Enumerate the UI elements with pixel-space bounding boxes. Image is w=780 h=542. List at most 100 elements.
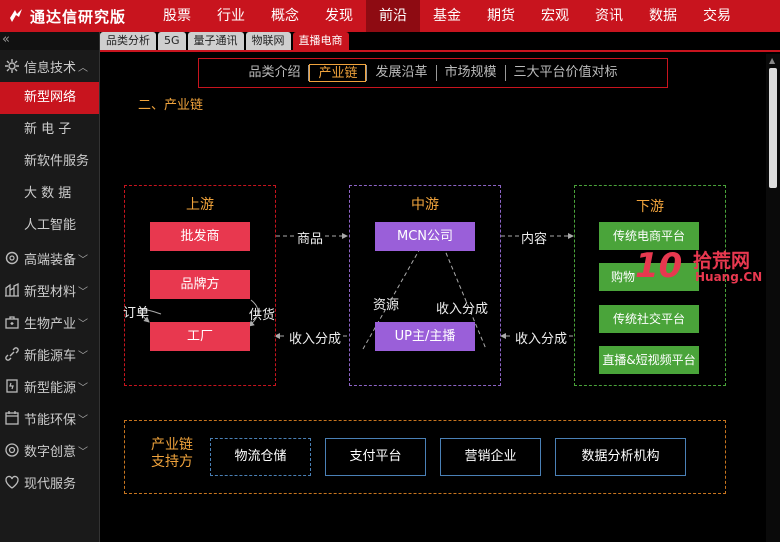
upstream-item-wholesaler: 批发商	[150, 222, 250, 251]
nav-item-futures[interactable]: 期货	[487, 8, 515, 24]
tab-industry-chain[interactable]: 产业链	[309, 64, 367, 82]
app-title: 通达信研究版	[30, 7, 127, 26]
sidebar-group-eco[interactable]: 节能环保 ﹀	[0, 402, 99, 434]
down-item-ecommerce: 传统电商平台	[599, 222, 699, 250]
section-title: 二、产业链	[138, 98, 204, 113]
sidebar-item-new-network[interactable]: 新型网络	[0, 82, 99, 114]
scroll-thumb[interactable]	[769, 68, 777, 188]
sidebar-item-new-electronics[interactable]: 新 电 子	[24, 122, 72, 137]
sidebar-group-label: 新能源车	[24, 348, 77, 364]
nav-item-macro[interactable]: 宏观	[541, 8, 569, 24]
tab-market-size[interactable]: 市场规模	[444, 65, 497, 80]
tab-divider	[504, 65, 506, 81]
subtab-5g[interactable]: 5G	[158, 32, 186, 50]
top-nav-bar: 通达信研究版 股票 行业 概念 发现 前沿 基金 期货 宏观 资讯 数据 交易	[0, 0, 780, 32]
tab-platform-compare[interactable]: 三大平台价值对标	[513, 65, 618, 80]
gear-icon	[5, 251, 19, 265]
gear-icon	[5, 59, 19, 73]
sidebar-group-creative[interactable]: 数字创意 ﹀	[0, 434, 99, 466]
sidebar-group-nev[interactable]: 新能源车 ﹀	[0, 338, 99, 370]
content-tab-bar: 品类介绍 产业链 发展沿革 市场规模 三大平台价值对标	[198, 58, 668, 88]
sidebar-group-bio[interactable]: 生物产业 ﹀	[0, 306, 99, 338]
chevron-down-icon: ﹀	[78, 286, 89, 298]
label-revenue-right: 收入分成	[513, 328, 570, 347]
subtab-quantum[interactable]: 量子通讯	[187, 32, 244, 50]
building-icon	[5, 282, 19, 297]
link-icon	[5, 347, 19, 361]
mid-item-mcn: MCN公司	[375, 222, 475, 251]
sidebar-group-label: 生物产业	[24, 316, 77, 332]
nav-item-trade[interactable]: 交易	[703, 8, 731, 24]
sidebar-item-ai[interactable]: 人工智能	[24, 218, 77, 233]
brand: 通达信研究版	[0, 0, 150, 32]
sidebar-group-it[interactable]: 信息技术 ︿	[0, 50, 99, 82]
sidebar-item-new-software[interactable]: 新软件服务	[24, 154, 90, 169]
midstream-title: 中游	[411, 197, 439, 213]
tab-category-intro[interactable]: 品类介绍	[248, 65, 301, 80]
chevron-down-icon: ﹀	[78, 446, 89, 458]
scroll-up-icon[interactable]: ▲	[769, 56, 776, 65]
calendar-icon	[5, 411, 19, 425]
vertical-scrollbar[interactable]: ▲	[766, 54, 780, 542]
sidebar-group-service[interactable]: 现代服务	[0, 466, 99, 498]
tab-divider	[308, 65, 310, 81]
nav-item-discover[interactable]: 发现	[325, 8, 353, 24]
label-supply: 供货	[249, 308, 276, 323]
nav-item-funds[interactable]: 基金	[433, 8, 461, 24]
nav-item-concept[interactable]: 概念	[271, 8, 299, 24]
tab-divider	[435, 65, 437, 81]
support-item-analytics: 数据分析机构	[555, 438, 686, 476]
subtab-live-commerce[interactable]: 直播电商	[292, 32, 349, 50]
circle-dot-icon	[5, 443, 19, 457]
watermark-en: Huang.CN	[695, 270, 763, 284]
main-nav: 股票 行业 概念 发现 前沿 基金 期货 宏观 资讯 数据 交易	[150, 0, 744, 32]
label-order: 订单	[123, 306, 150, 321]
sidebar-group-label: 信息技术	[24, 60, 77, 76]
sidebar-group-equipment[interactable]: 高端装备 ﹀	[0, 242, 99, 274]
brand-logo-icon	[10, 9, 22, 22]
sidebar-item-big-data[interactable]: 大 数 据	[24, 186, 72, 201]
subtab-iot[interactable]: 物联网	[245, 32, 291, 50]
document-icon	[6, 379, 18, 393]
upstream-item-brand: 品牌方	[150, 270, 250, 299]
sidebar-group-label: 新型能源	[24, 380, 77, 396]
nav-item-stocks[interactable]: 股票	[163, 8, 191, 24]
tab-divider	[366, 65, 368, 81]
chevron-down-icon: ﹀	[78, 382, 89, 394]
upstream-item-factory: 工厂	[150, 322, 250, 351]
chevron-down-icon: ﹀	[78, 414, 89, 426]
support-title-line1: 产业链	[151, 437, 193, 453]
downstream-title: 下游	[636, 199, 664, 215]
down-item-live-video: 直播&短视频平台	[599, 346, 699, 374]
sidebar: « 信息技术 ︿ 新型网络 新 电 子 新软件服务 大 数 据 人工智能 高端装…	[0, 32, 100, 542]
label-resource: 资源	[373, 298, 400, 313]
sidebar-group-label: 数字创意	[24, 444, 77, 460]
briefcase-icon	[5, 316, 19, 329]
main-content: 品类介绍 产业链 发展沿革 市场规模 三大平台价值对标 二、产业链 上游 批发商…	[101, 54, 766, 542]
sidebar-group-label: 节能环保	[24, 412, 77, 428]
sidebar-group-label: 现代服务	[24, 476, 77, 492]
label-goods: 商品	[295, 228, 326, 247]
subtab-category-analysis[interactable]: 品类分析	[100, 32, 156, 50]
sidebar-group-label: 新型材料	[24, 284, 77, 300]
nav-item-frontier[interactable]: 前沿	[366, 0, 420, 32]
watermark-logo: 10 拾荒网 Huang.CN	[635, 244, 767, 290]
support-box: 产业链 支持方 物流仓储 支付平台 营销企业 数据分析机构	[124, 420, 726, 494]
nav-item-news[interactable]: 资讯	[595, 8, 623, 24]
chevron-up-icon: ︿	[78, 62, 89, 74]
sidebar-group-materials[interactable]: 新型材料 ﹀	[0, 274, 99, 306]
upstream-box: 上游	[124, 185, 276, 386]
chevron-down-icon: ﹀	[78, 254, 89, 266]
heart-icon	[5, 475, 19, 489]
tab-history[interactable]: 发展沿革	[375, 65, 428, 80]
sidebar-group-energy[interactable]: 新型能源 ﹀	[0, 370, 99, 402]
support-item-logistics: 物流仓储	[210, 438, 311, 476]
support-item-marketing: 营销企业	[440, 438, 541, 476]
nav-item-industry[interactable]: 行业	[217, 8, 245, 24]
label-content: 内容	[519, 228, 550, 247]
sub-tab-bar: 品类分析 5G 量子通讯 物联网 直播电商	[100, 32, 780, 52]
sidebar-collapse-button[interactable]: «	[0, 32, 99, 50]
down-item-social: 传统社交平台	[599, 305, 699, 333]
chevron-down-icon: ﹀	[78, 318, 89, 330]
nav-item-data[interactable]: 数据	[649, 8, 677, 24]
